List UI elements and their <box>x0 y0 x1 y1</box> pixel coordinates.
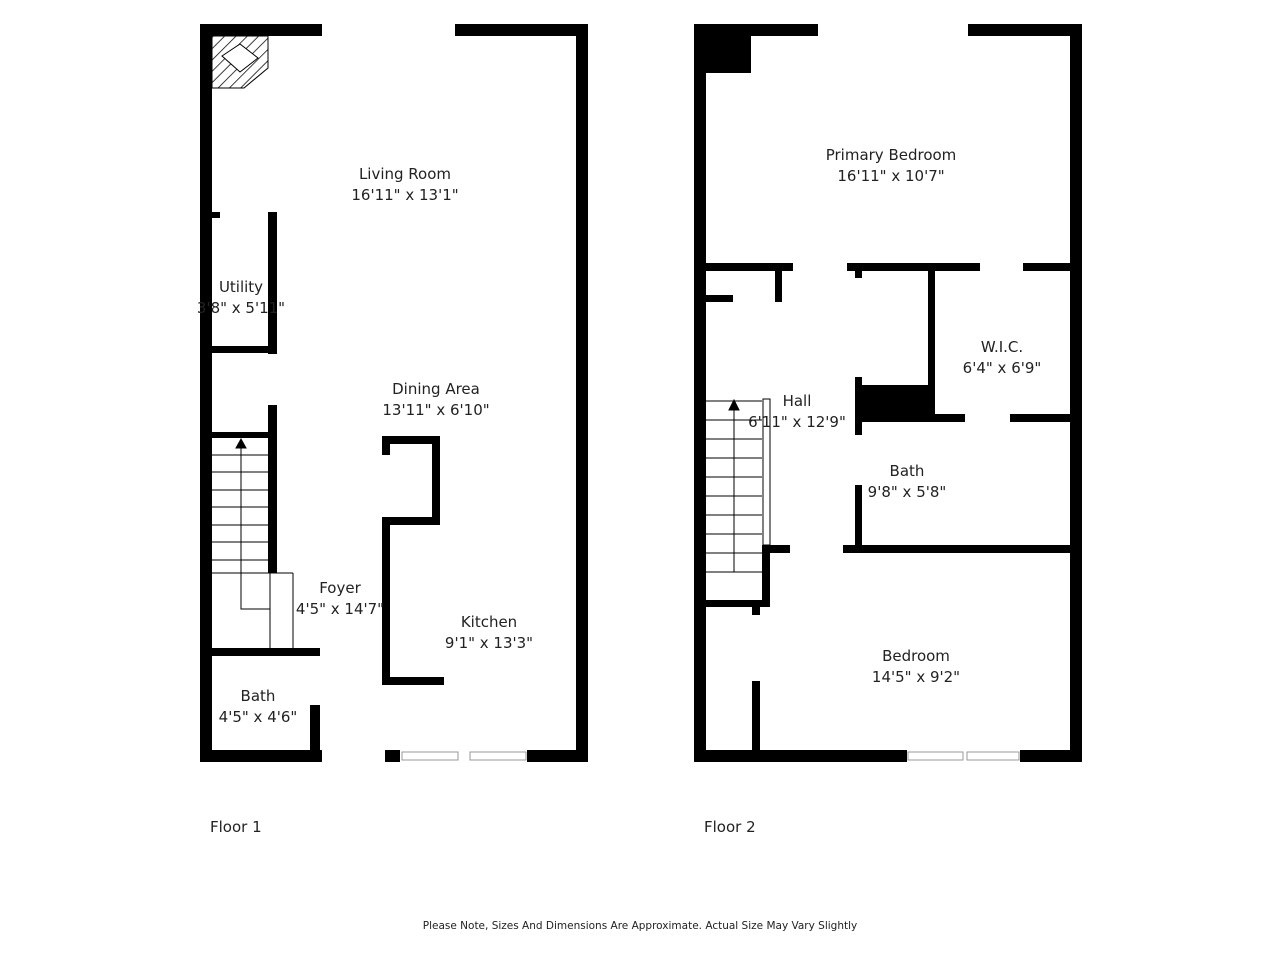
floor-2-stairs <box>706 398 771 573</box>
room-label-dining-area: Dining Area 13'11" x 6'10" <box>382 379 489 421</box>
room-dims: 14'5" x 9'2" <box>871 668 961 686</box>
room-label-utility: Utility 3'8" x 5'11" <box>197 277 285 319</box>
room-dims: 6'4" x 6'9" <box>962 359 1042 377</box>
floor-1-stairs <box>212 437 294 648</box>
floor-1-windows <box>401 751 527 761</box>
room-label-foyer: Foyer 4'5" x 14'7" <box>296 578 384 620</box>
room-name: Bedroom <box>882 647 950 665</box>
floor-1-label: Floor 1 <box>210 818 262 836</box>
floor-2-windows <box>907 751 1020 761</box>
room-name: Hall <box>782 392 812 410</box>
room-label-bedroom: Bedroom 14'5" x 9'2" <box>872 646 960 688</box>
room-dims: 3'8" x 5'11" <box>196 299 286 317</box>
room-dims: 4'5" x 14'7" <box>295 600 385 618</box>
room-name: Primary Bedroom <box>825 146 957 164</box>
room-label-hall: Hall 6'11" x 12'9" <box>748 391 846 433</box>
room-label-bath-floor-1: Bath 4'5" x 4'6" <box>219 686 298 728</box>
floor-2-walls <box>694 24 1082 762</box>
room-name: Kitchen <box>460 613 518 631</box>
room-label-bath-floor-2: Bath 9'8" x 5'8" <box>868 461 947 503</box>
room-name: W.I.C. <box>980 338 1024 356</box>
room-label-living-room: Living Room 16'11" x 13'1" <box>351 164 458 206</box>
room-name: Dining Area <box>392 380 480 398</box>
room-dims: 6'11" x 12'9" <box>748 413 846 431</box>
room-dims: 16'11" x 10'7" <box>837 167 945 185</box>
room-label-wic: W.I.C. 6'4" x 6'9" <box>963 337 1042 379</box>
room-name: Foyer <box>319 579 361 597</box>
room-label-primary-bedroom: Primary Bedroom 16'11" x 10'7" <box>826 145 957 187</box>
room-label-kitchen: Kitchen 9'1" x 13'3" <box>445 612 533 654</box>
room-dims: 13'11" x 6'10" <box>382 401 490 419</box>
floor-1-walls <box>200 24 588 762</box>
room-dims: 9'1" x 13'3" <box>444 634 534 652</box>
room-dims: 16'11" x 13'1" <box>351 186 459 204</box>
floor-2-label: Floor 2 <box>704 818 756 836</box>
room-dims: 9'8" x 5'8" <box>867 483 947 501</box>
room-name: Living Room <box>358 165 452 183</box>
room-dims: 4'5" x 4'6" <box>218 708 298 726</box>
footer-note: Please Note, Sizes And Dimensions Are Ap… <box>422 920 858 932</box>
room-name: Utility <box>218 278 264 296</box>
room-name: Bath <box>240 687 276 705</box>
room-name: Bath <box>889 462 925 480</box>
floor-1-fireplace <box>211 35 269 89</box>
